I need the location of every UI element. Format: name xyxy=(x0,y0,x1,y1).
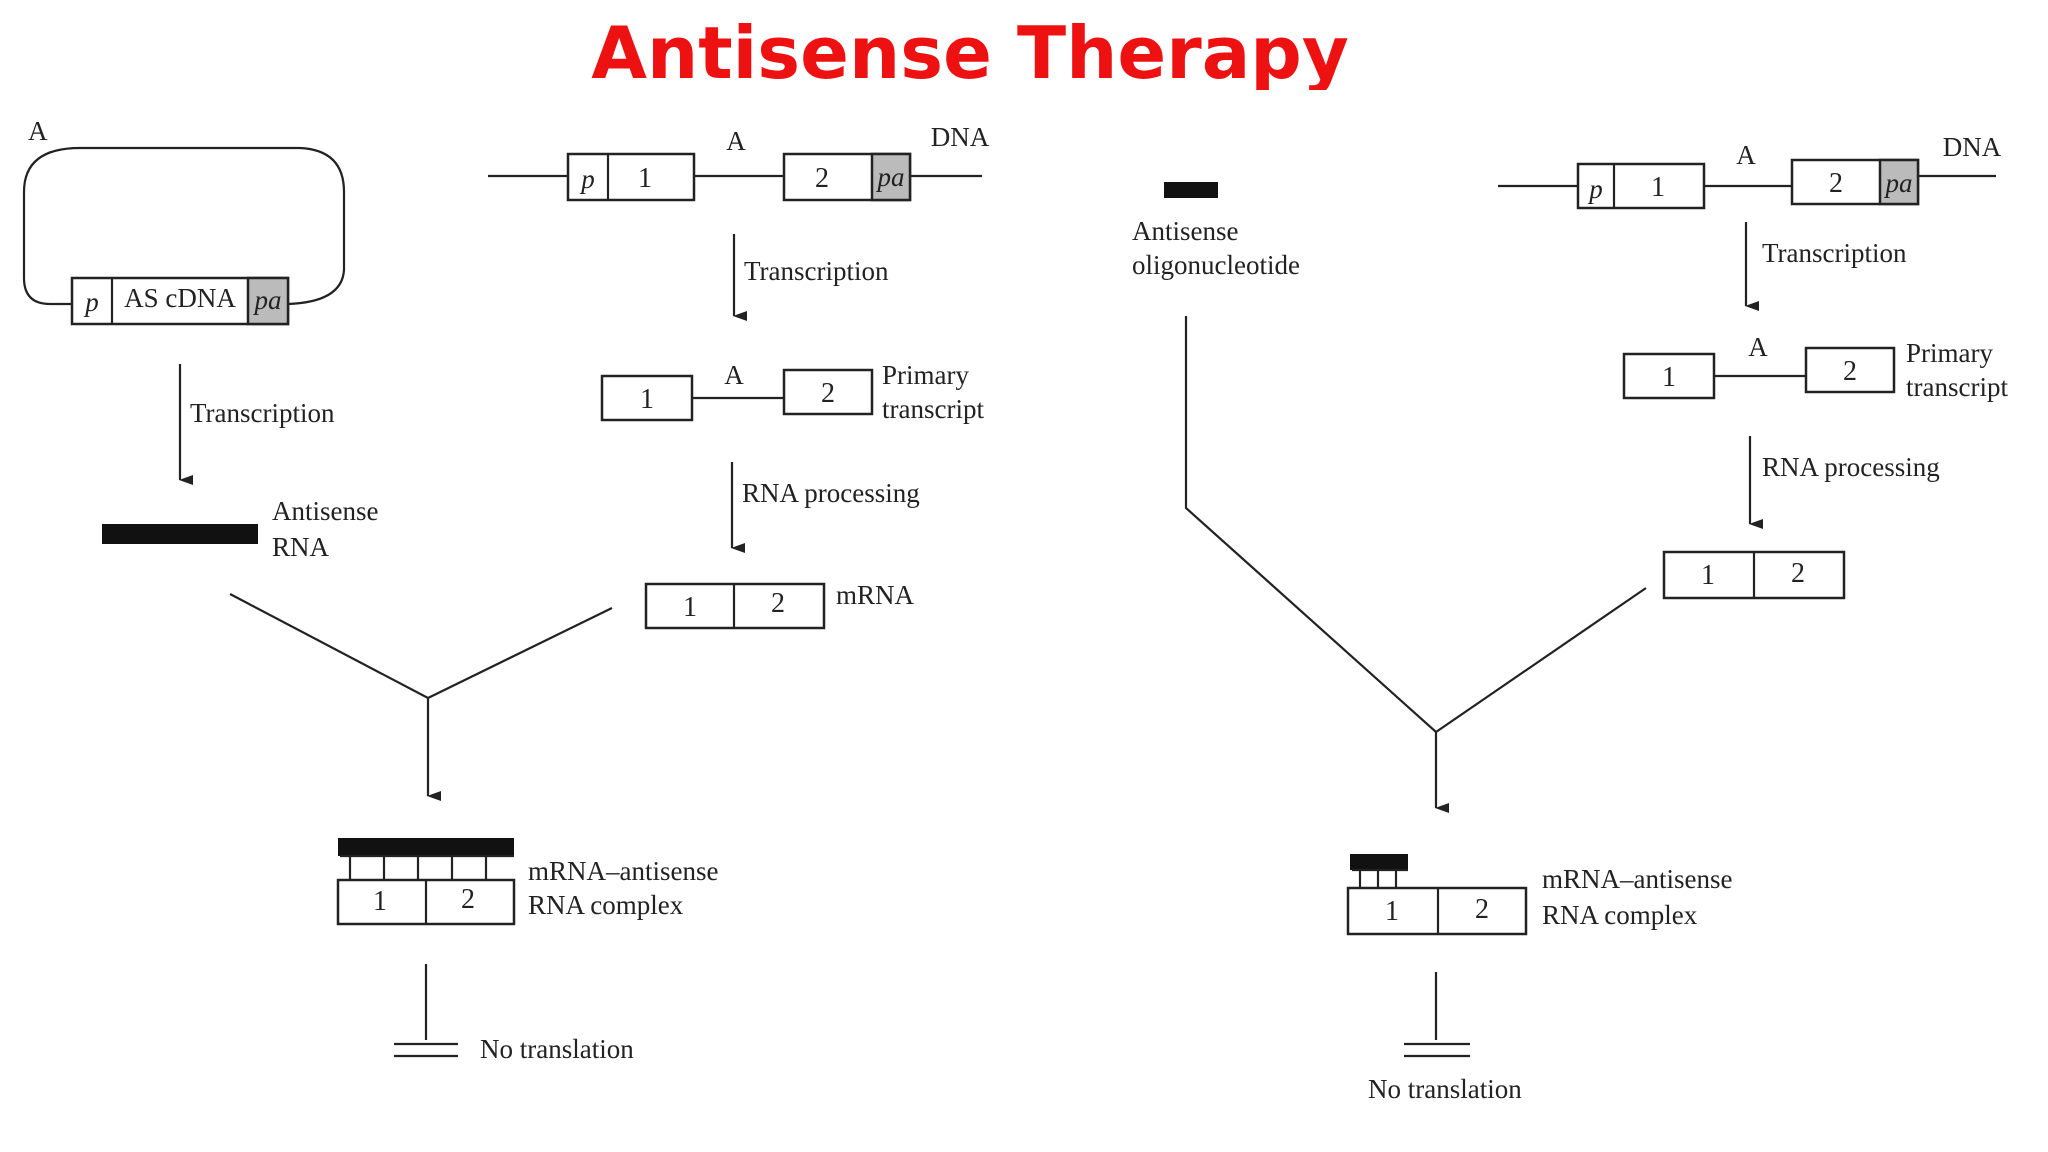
left-primary-transcript-label-1: Primary xyxy=(882,360,969,390)
left-gene-exon1: 1 xyxy=(638,163,652,194)
left-complex-antisense-bar xyxy=(338,838,514,856)
vector-polya-box xyxy=(246,276,290,326)
right-transcription-label: Transcription xyxy=(1762,238,1907,268)
left-pt-intron: A xyxy=(724,360,744,390)
left-gene-exon2: 2 xyxy=(815,163,829,194)
page-title: Antisense Therapy xyxy=(591,11,1349,90)
panel-label: A xyxy=(28,116,48,146)
vector-transcription-label: Transcription xyxy=(190,398,335,428)
left-mrna: 1 2 mRNA xyxy=(644,580,915,630)
left-primary-transcript: 1 A 2 Primary transcript xyxy=(600,360,984,424)
vector-insert: AS cDNA xyxy=(124,283,236,313)
right-complex-exon1: 1 xyxy=(1385,896,1399,927)
left-no-translation-label: No translation xyxy=(480,1034,634,1064)
left-gene-promoter: p xyxy=(579,164,595,194)
left-gene-dna: p 1 A 2 pa DNA xyxy=(488,122,990,202)
right-primary-transcript: 1 A 2 Primary transcript xyxy=(1622,332,2008,402)
vector-polya: pa xyxy=(253,285,282,315)
left-complex-label-2: RNA complex xyxy=(528,890,684,920)
right-pt-intron: A xyxy=(1748,332,1768,362)
antisense-rna-bar xyxy=(102,524,258,544)
right-complex-exon2: 2 xyxy=(1475,894,1489,925)
plasmid-vector: p AS cDNA pa xyxy=(22,146,346,326)
right-mrna-exon1: 1 xyxy=(1701,560,1715,591)
left-gene-intron: A xyxy=(726,126,746,156)
left-gene-dna-label: DNA xyxy=(931,122,990,152)
right-primary-transcript-label-1: Primary xyxy=(1906,338,1993,368)
right-gene-dna-label: DNA xyxy=(1943,132,2002,162)
right-no-translation-label: No translation xyxy=(1368,1074,1522,1104)
left-primary-transcript-label-2: transcript xyxy=(882,394,984,424)
right-complex-oligo-bar xyxy=(1350,854,1408,870)
right-gene-promoter: p xyxy=(1587,174,1603,204)
right-mrna: 1 2 xyxy=(1662,550,1846,600)
antisense-oligo-label-2: oligonucleotide xyxy=(1132,250,1300,280)
right-pt-exon2: 2 xyxy=(1843,356,1857,387)
right-pt-exon1: 1 xyxy=(1662,362,1676,393)
right-convergence-lines xyxy=(1184,316,1647,734)
right-mrna-exon2: 2 xyxy=(1791,558,1805,589)
right-complex-label-1: mRNA–antisense xyxy=(1542,864,1732,894)
left-complex-exon1: 1 xyxy=(373,886,387,917)
right-gene-intron: A xyxy=(1736,140,1756,170)
left-gene-polya: pa xyxy=(876,162,905,192)
left-rna-processing-label: RNA processing xyxy=(742,478,920,508)
right-rna-processing-label: RNA processing xyxy=(1762,452,1940,482)
left-pt-exon2: 2 xyxy=(821,378,835,409)
antisense-rna-label-1: Antisense xyxy=(272,496,379,526)
antisense-oligo-bar xyxy=(1164,182,1218,198)
right-complex: 1 2 mRNA–antisense RNA complex xyxy=(1346,854,1732,936)
antisense-rna-label-2: RNA xyxy=(272,532,330,562)
right-gene-dna: p 1 A 2 pa DNA xyxy=(1498,132,2002,210)
antisense-oligo-label-1: Antisense xyxy=(1132,216,1239,246)
left-complex: 1 2 mRNA–antisense RNA complex xyxy=(336,838,718,926)
vector-promoter: p xyxy=(83,287,99,317)
right-gene-exon1: 1 xyxy=(1651,172,1665,203)
left-complex-exon2: 2 xyxy=(461,884,475,915)
right-complex-label-2: RNA complex xyxy=(1542,900,1698,930)
right-gene-exon2: 2 xyxy=(1829,168,1843,199)
left-mrna-exon2: 2 xyxy=(771,588,785,619)
left-convergence-lines xyxy=(229,593,613,700)
left-mrna-exon1: 1 xyxy=(683,592,697,623)
left-transcription-label: Transcription xyxy=(744,256,889,286)
left-pt-exon1: 1 xyxy=(640,384,654,415)
right-gene-polya: pa xyxy=(1884,168,1913,198)
left-complex-label-1: mRNA–antisense xyxy=(528,856,718,886)
left-mrna-label: mRNA xyxy=(836,580,915,610)
right-primary-transcript-label-2: transcript xyxy=(1906,372,2008,402)
